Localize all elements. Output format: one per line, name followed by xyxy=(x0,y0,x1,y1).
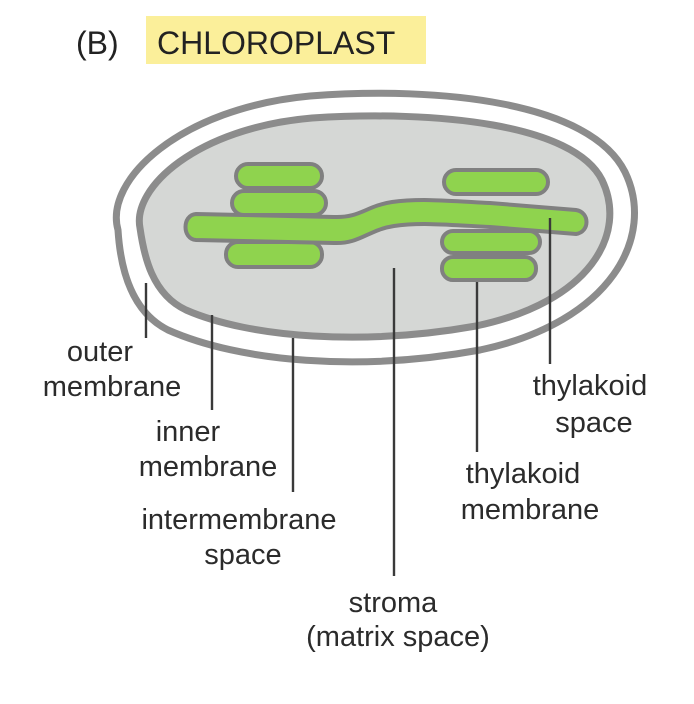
thylakoid-disc xyxy=(234,162,324,190)
thylakoid-disc xyxy=(224,240,324,269)
thylakoid-disc xyxy=(230,189,328,217)
left-granum xyxy=(224,162,328,269)
title-highlight xyxy=(146,16,426,64)
stroma-lamella xyxy=(183,198,589,246)
label-stroma: stroma (matrix space) xyxy=(306,587,490,653)
right-granum xyxy=(440,168,550,282)
label-inner-membrane: inner membrane xyxy=(139,416,278,483)
thylakoid-disc xyxy=(440,255,538,282)
labels: outer membrane inner membrane intermembr… xyxy=(43,336,656,653)
label-thylakoid-membrane: thylakoid membrane xyxy=(461,458,600,526)
panel-letter: (B) xyxy=(76,25,119,61)
label-intermembrane-space: intermembrane space xyxy=(141,504,344,571)
label-thylakoid-space: thylakoid space xyxy=(533,370,656,439)
panel-heading: (B) CHLOROPLAST xyxy=(76,16,426,64)
leader-lines xyxy=(144,218,552,576)
panel-title: CHLOROPLAST xyxy=(157,25,395,61)
thylakoid-disc xyxy=(440,229,542,255)
chloroplast xyxy=(112,89,638,366)
thylakoid-disc xyxy=(442,168,550,196)
label-outer-membrane: outer membrane xyxy=(43,336,182,403)
